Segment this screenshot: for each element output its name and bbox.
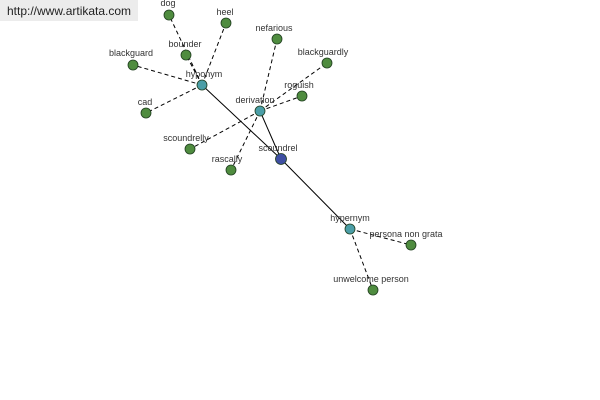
node-label-roguish[interactable]: roguish bbox=[284, 80, 314, 90]
node-blackguardly[interactable] bbox=[321, 57, 333, 69]
node-label-hypernym[interactable]: hypernym bbox=[330, 213, 370, 223]
node-label-nefarious[interactable]: nefarious bbox=[255, 23, 293, 33]
node-blackguard[interactable] bbox=[127, 59, 139, 71]
node-label-rascally[interactable]: rascally bbox=[212, 154, 243, 164]
node-label-blackguardly[interactable]: blackguardly bbox=[298, 47, 349, 57]
node-label-heel[interactable]: heel bbox=[216, 7, 233, 17]
node-label-derivation[interactable]: derivation bbox=[235, 95, 274, 105]
node-nefarious[interactable] bbox=[271, 33, 283, 45]
node-label-scoundrelly[interactable]: scoundrelly bbox=[163, 133, 209, 143]
node-scoundrel[interactable] bbox=[275, 153, 287, 165]
edge-derivation-to-scoundrelly bbox=[189, 110, 261, 150]
edge-scoundrel-to-hypernym bbox=[280, 158, 351, 230]
edge-derivation-to-nefarious bbox=[259, 38, 278, 112]
edge-scoundrel-to-hyponym bbox=[201, 84, 282, 160]
node-hypernym[interactable] bbox=[344, 223, 356, 235]
node-label-scoundrel[interactable]: scoundrel bbox=[258, 143, 297, 153]
node-label-cad[interactable]: cad bbox=[138, 97, 153, 107]
edge-scoundrel-to-derivation bbox=[259, 110, 282, 160]
node-scoundrelly[interactable] bbox=[184, 143, 196, 155]
nodes-layer bbox=[127, 9, 417, 296]
edge-hypernym-to-unwelcome-person bbox=[349, 228, 374, 291]
node-label-bounder[interactable]: bounder bbox=[168, 39, 201, 49]
node-label-unwelcome-person[interactable]: unwelcome person bbox=[333, 274, 409, 284]
node-label-persona-non-grata[interactable]: persona non grata bbox=[369, 229, 442, 239]
edge-derivation-to-roguish bbox=[259, 95, 303, 112]
edge-hyponym-to-blackguard bbox=[132, 64, 203, 86]
node-unwelcome-person[interactable] bbox=[367, 284, 379, 296]
node-label-hyponym[interactable]: hyponym bbox=[186, 69, 223, 79]
edge-derivation-to-rascally bbox=[230, 110, 261, 171]
node-dog[interactable] bbox=[163, 9, 175, 21]
edge-hypernym-to-persona-non-grata bbox=[349, 228, 412, 246]
node-roguish[interactable] bbox=[296, 90, 308, 102]
node-hyponym[interactable] bbox=[196, 79, 208, 91]
edge-hyponym-to-cad bbox=[145, 84, 203, 114]
edges-layer bbox=[132, 14, 412, 291]
node-rascally[interactable] bbox=[225, 164, 237, 176]
node-label-blackguard[interactable]: blackguard bbox=[109, 48, 153, 58]
site-url-banner[interactable]: http://www.artikata.com bbox=[0, 0, 138, 21]
node-cad[interactable] bbox=[140, 107, 152, 119]
node-heel[interactable] bbox=[220, 17, 232, 29]
node-derivation[interactable] bbox=[254, 105, 266, 117]
node-bounder[interactable] bbox=[180, 49, 192, 61]
labels-layer: scoundrel hyponym derivation hypernym dog hee… bbox=[109, 0, 443, 284]
edge-hyponym-to-bounder bbox=[185, 54, 203, 86]
node-persona-non-grata[interactable] bbox=[405, 239, 417, 251]
node-label-dog[interactable]: dog bbox=[160, 0, 175, 8]
